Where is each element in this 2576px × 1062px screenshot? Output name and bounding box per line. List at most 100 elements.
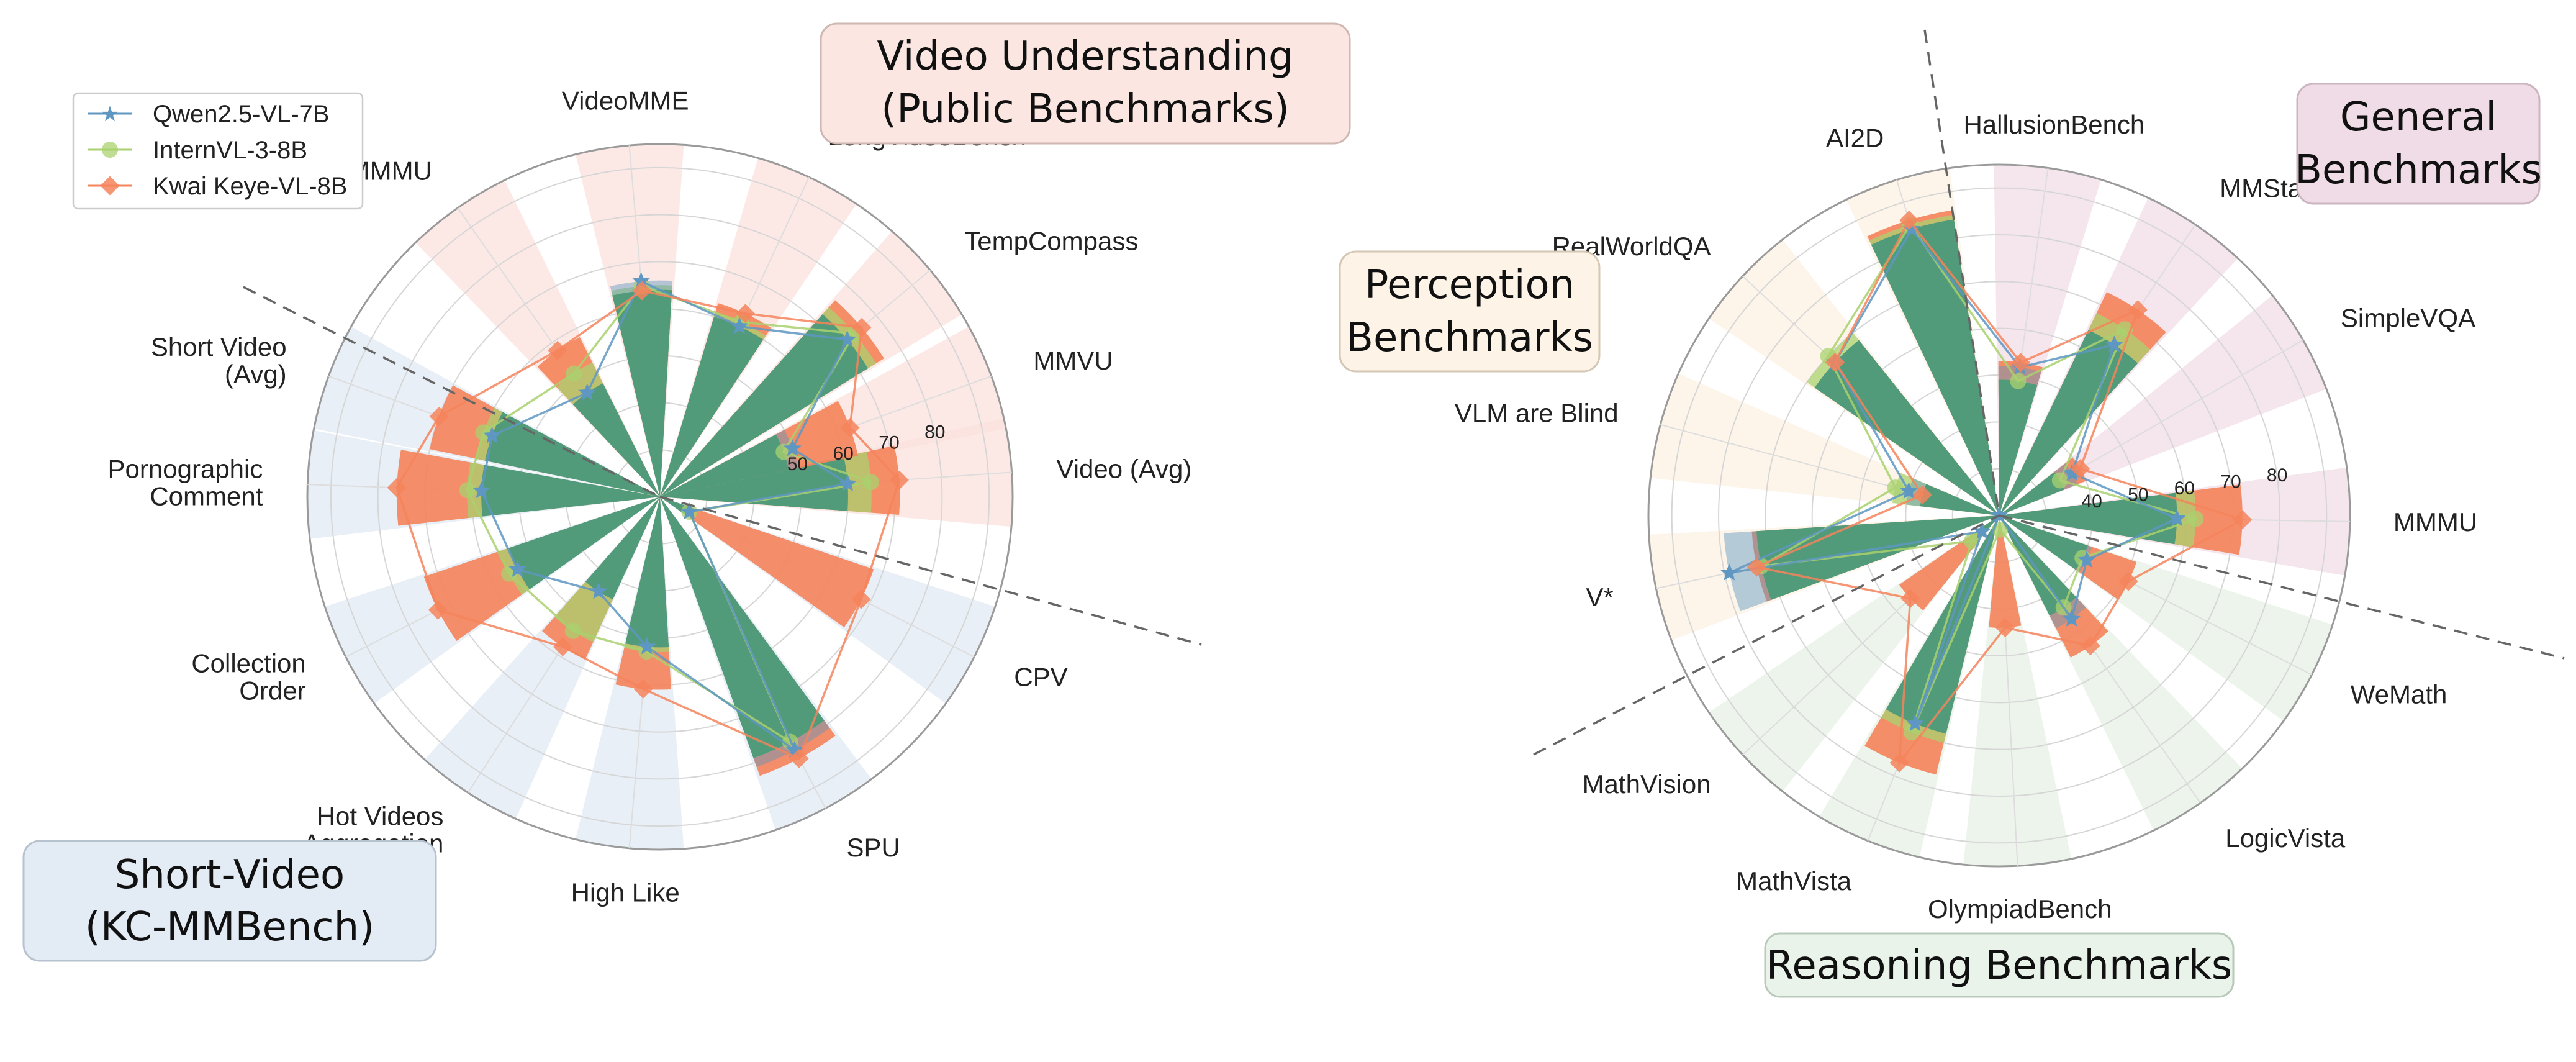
point-internvl: [459, 482, 476, 499]
radial-tick-label: 50: [2128, 484, 2148, 505]
point-keye: [633, 679, 653, 699]
point-internvl: [564, 622, 581, 639]
category-label: V*: [1586, 583, 1614, 612]
point-internvl: [1887, 479, 1904, 496]
legend-label: Qwen2.5-VL-7B: [153, 101, 330, 128]
point-keye: [2011, 353, 2031, 373]
category-label: High Like: [571, 878, 680, 907]
legend-star-marker: ★: [101, 102, 119, 126]
group-label-line: Short-Video: [115, 852, 345, 898]
bar-common: [659, 316, 764, 497]
bar-common: [660, 314, 869, 497]
point-qwen: [589, 582, 608, 599]
category-label: WeMath: [2351, 679, 2447, 709]
point-internvl: [475, 424, 492, 441]
point-internvl: [2187, 511, 2204, 527]
point-qwen: [508, 560, 526, 578]
group-label-line: General: [2340, 94, 2497, 140]
category-label: MMVU: [1033, 346, 1113, 375]
radial-tick-label: 80: [924, 422, 945, 443]
point-keye: [2233, 510, 2253, 530]
group-divider: [243, 286, 661, 498]
point-keye: [2070, 459, 2090, 479]
bar-common: [1999, 492, 2177, 545]
bar-common: [1999, 515, 2077, 616]
background-sector: [1963, 515, 2072, 866]
point-qwen: [578, 383, 596, 401]
point-keye: [789, 748, 809, 768]
point-keye: [2081, 636, 2100, 656]
series-line-internvl: [466, 284, 872, 745]
group-box-general: General Benchmarks: [2295, 83, 2542, 205]
point-qwen: [2063, 464, 2081, 481]
point-keye: [1995, 617, 2015, 638]
series-line-keye: [1753, 218, 2246, 766]
point-qwen: [2063, 609, 2081, 627]
point-qwen: [838, 330, 856, 347]
point-qwen: [2167, 509, 2186, 527]
point-internvl: [1903, 724, 1920, 741]
bar-common: [660, 456, 848, 511]
point-keye: [1899, 210, 1919, 230]
group-label-line: Reasoning Benchmarks: [1766, 943, 2232, 989]
legend-label: InternVL-3-8B: [153, 137, 307, 164]
point-qwen: [730, 317, 749, 334]
point-qwen: [1902, 219, 1921, 237]
bar-common: [612, 289, 672, 497]
point-keye: [2128, 300, 2148, 320]
point-keye: [632, 281, 652, 301]
point-keye: [1747, 557, 1767, 577]
series-line-keye: [395, 289, 901, 760]
bar-common: [1998, 379, 2038, 515]
bar-common: [572, 383, 660, 497]
bar-common: [481, 465, 660, 517]
category-label: AI2D: [1826, 124, 1884, 153]
category-label: MathVision: [1583, 769, 1711, 799]
grid-ring: [1718, 234, 2280, 797]
category-label: MMStar: [2220, 174, 2311, 203]
radial-tick-label: 40: [2082, 491, 2102, 512]
category-label: MMMU: [2393, 507, 2477, 537]
bar-common: [1814, 340, 1999, 515]
point-internvl: [2051, 472, 2068, 489]
legend-diamond-marker: [100, 176, 120, 196]
point-qwen: [784, 439, 802, 456]
group-label-line: Benchmarks: [1346, 315, 1593, 361]
category-label: SimpleVQA: [2341, 304, 2475, 333]
category-label: LogicVista: [2225, 824, 2346, 853]
grid-ring: [330, 166, 990, 827]
bar-common: [585, 497, 660, 600]
category-label: MathVista: [1736, 866, 1852, 896]
group-box-perception: Perception Benchmarks: [1339, 250, 1601, 373]
point-internvl: [565, 365, 582, 382]
group-label-line: (Public Benchmarks): [881, 86, 1290, 132]
point-internvl: [2010, 373, 2027, 389]
group-box-video-understanding: Video Understanding (Public Benchmarks): [820, 22, 1351, 145]
radial-tick-label: 50: [787, 454, 808, 474]
bar-keye: [1989, 515, 2022, 628]
category-label: VideoMME: [562, 86, 689, 115]
bar-keye: [660, 497, 874, 628]
bar-common: [1999, 471, 2064, 515]
legend-item-keye: Kwai Keye-VL-8B: [88, 173, 347, 200]
bar-common: [1999, 515, 2088, 570]
group-label-line: Perception: [1365, 262, 1575, 308]
group-divider: [1533, 514, 2000, 756]
point-internvl: [1963, 533, 1980, 550]
grid-ring: [377, 214, 943, 780]
bar-common: [660, 497, 825, 758]
radial-tick-label: 60: [833, 443, 853, 464]
category-label: HallusionBench: [1963, 110, 2144, 139]
bar-common: [1871, 219, 2000, 515]
group-label-line: Video Understanding: [877, 34, 1293, 79]
group-label-line: Benchmarks: [2295, 147, 2542, 193]
point-qwen: [2077, 550, 2096, 568]
point-qwen: [638, 637, 656, 655]
point-qwen: [472, 481, 490, 499]
point-internvl: [862, 474, 879, 491]
legend: ★ Qwen2.5-VL-7B InternVL-3-8B Kwai Keye-…: [72, 92, 364, 210]
